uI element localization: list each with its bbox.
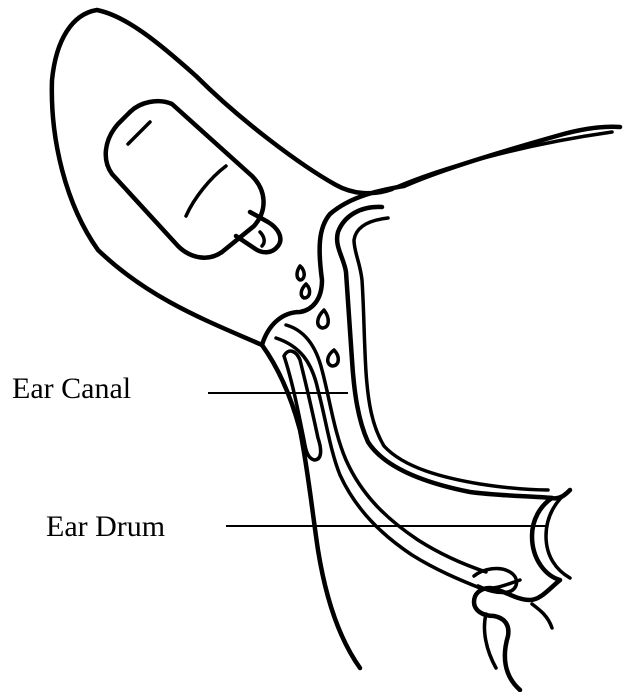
drop <box>301 284 309 298</box>
canal-upper-wall-outer <box>337 207 570 498</box>
middle-ear-lower <box>484 614 496 668</box>
canal-lower-wall-inner <box>276 338 520 588</box>
drop <box>297 266 304 280</box>
bottle-band <box>186 166 226 216</box>
ear-canal-label: Ear Canal <box>12 374 131 404</box>
outer-ear-outline <box>52 10 620 345</box>
bottle-cap-line <box>128 122 150 144</box>
bottle-body <box>106 101 264 257</box>
ear-drops <box>297 266 338 366</box>
outer-ear-inner-line <box>392 132 612 189</box>
drum-side-curve <box>532 604 552 628</box>
ear-drum-inner <box>546 490 570 578</box>
drop <box>318 310 329 328</box>
dropper-bottle <box>106 101 281 257</box>
bottle-nozzle-tip <box>260 232 264 246</box>
bottle-nozzle <box>236 212 280 252</box>
canal-upper-wall-inner <box>354 218 548 490</box>
ear-drum-label: Ear Drum <box>46 512 165 542</box>
drop <box>328 350 339 366</box>
